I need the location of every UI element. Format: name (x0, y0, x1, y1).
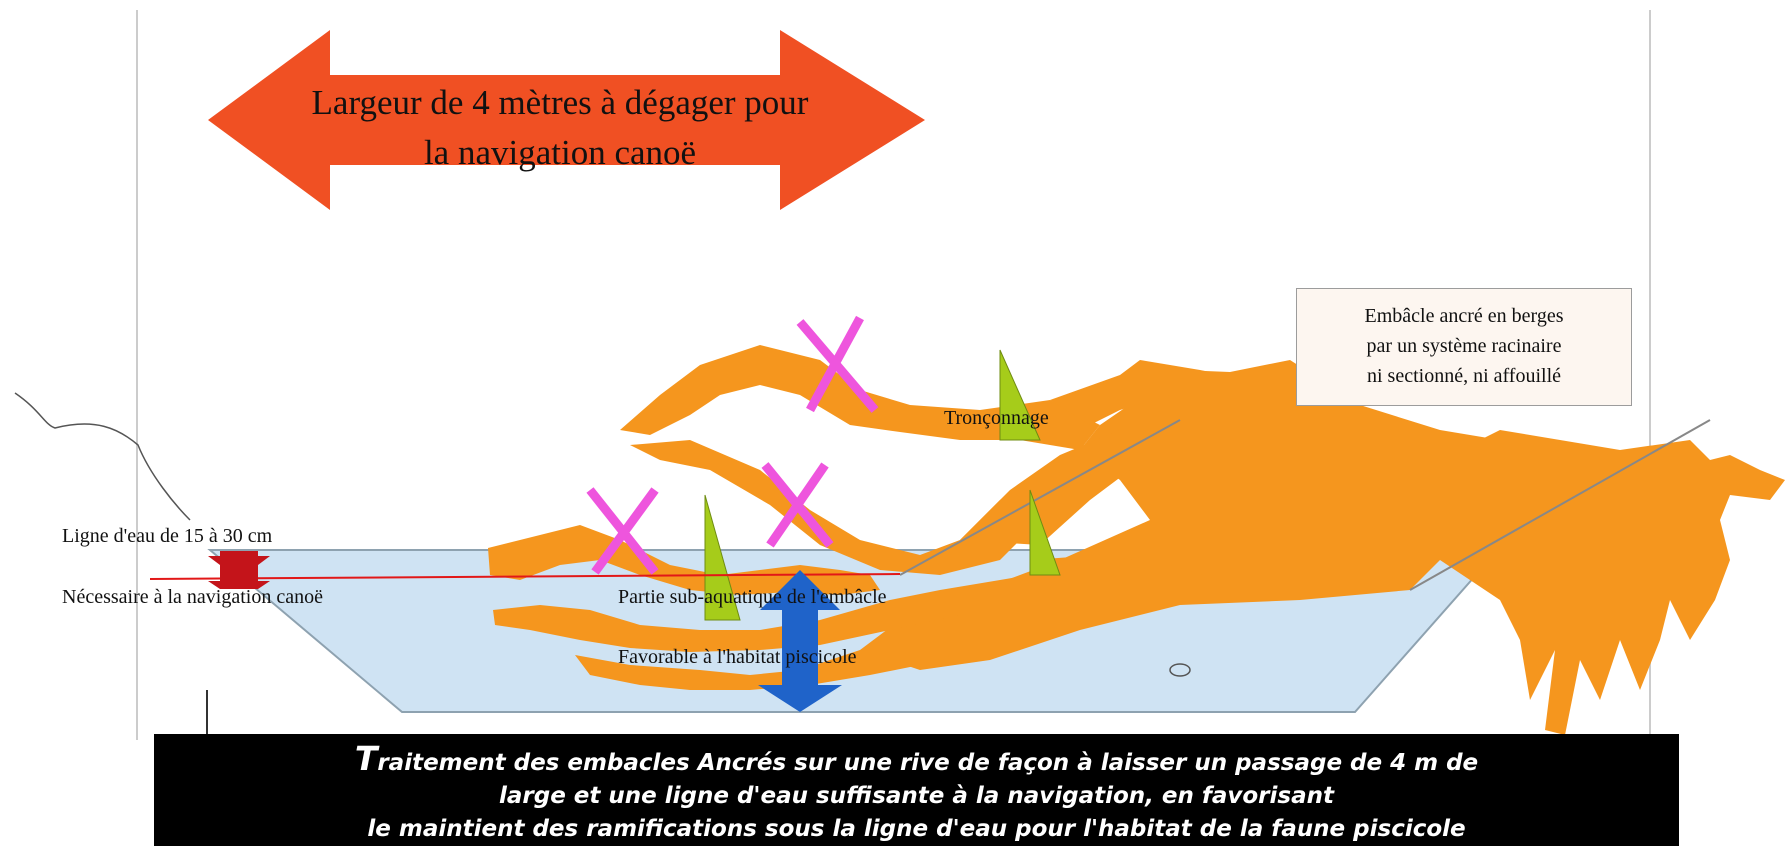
left-bank-line (14, 392, 191, 521)
navigation-need-label: Nécessaire à la navigation canoë (62, 586, 323, 608)
branch-upper-right (1050, 360, 1250, 425)
embacle-tree (488, 345, 1785, 735)
caption-line-1-rest: raitement des embacles Ancrés sur une ri… (377, 750, 1479, 776)
submerged-part-label: Partie sub-aquatique de l'embâcle (618, 586, 887, 608)
cutting-wedges (704, 349, 1061, 621)
caption-line-2: large et une ligne d'eau suffisante à la… (498, 783, 1334, 809)
wedge-3 (704, 494, 741, 621)
branch-lower-left (488, 525, 880, 595)
small-loop (1169, 663, 1191, 677)
width-arrow-label: Largeur de 4 mètres à dégager pour la na… (240, 78, 880, 178)
caption-box: Traitement des embacles Ancrés sur une r… (154, 734, 1679, 846)
cutting-label: Tronçonnage (944, 407, 1049, 429)
width-arrow-line-1: Largeur de 4 mètres à dégager pour (311, 83, 809, 122)
wedge-2 (1029, 489, 1061, 576)
fish-habitat-label: Favorable à l'habitat piscicole (618, 646, 857, 668)
water-depth-label: Ligne d'eau de 15 à 30 cm (62, 525, 273, 547)
tree-roots (1440, 430, 1785, 735)
info-box-line-3: ni sectionné, ni affouillé (1366, 365, 1562, 387)
water-level-line (149, 573, 901, 580)
info-box-line-2: par un système racinaire (1366, 335, 1562, 357)
caption-line-3: le maintient des ramifications sous la l… (367, 816, 1466, 842)
branch-submerged-3 (1030, 555, 1220, 590)
anchored-jam-info-box: Embâcle ancré en berges par un système r… (1296, 288, 1632, 406)
branch-submerged-2 (575, 640, 970, 690)
water-depth-marker (208, 551, 270, 589)
cut-marks (586, 315, 879, 575)
width-arrow-line-2: la navigation canoë (423, 133, 697, 172)
caption-first-letter: T (354, 739, 378, 778)
info-box-line-1: Embâcle ancré en berges (1364, 305, 1564, 327)
diagonal-line-2 (1409, 419, 1711, 591)
depth-arrow (758, 570, 842, 712)
wedge-1 (999, 349, 1041, 441)
diagonal-line-1 (899, 419, 1181, 576)
width-arrow (208, 30, 925, 210)
caption-line-1: Traitement des embacles Ancrés sur une r… (154, 742, 1679, 780)
branch-submerged-1 (493, 568, 1110, 652)
